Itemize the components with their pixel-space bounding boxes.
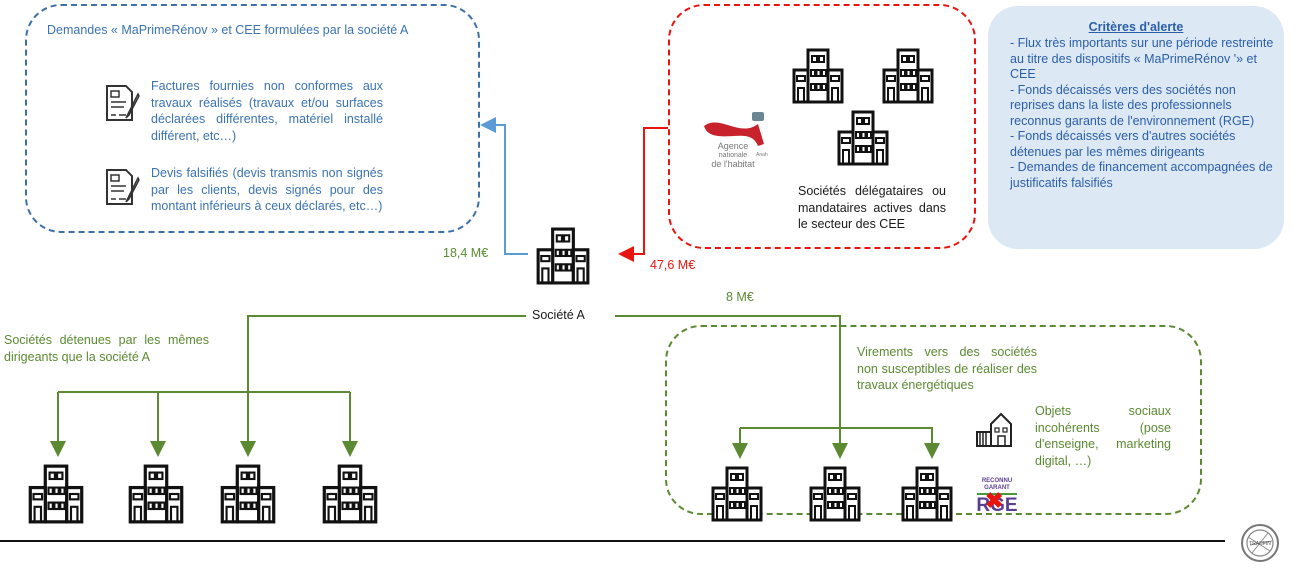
flow-line-blue xyxy=(480,117,528,255)
anah-line-1: Agence xyxy=(717,141,749,151)
signed-document-icon xyxy=(106,85,140,121)
amount-red-flow: 47,6 M€ xyxy=(650,258,696,272)
house-icon xyxy=(976,412,1012,447)
building-icon xyxy=(316,464,384,524)
alert-criteria-panel: Critères d'alerte - Flux très importants… xyxy=(988,6,1284,249)
seal-text: TRACFIN xyxy=(1249,541,1271,547)
cross-icon: ✖ xyxy=(985,488,1004,513)
quote-fraud-text: Devis falsifiés (devis transmis non sign… xyxy=(151,166,383,213)
flow-line-red xyxy=(618,127,668,262)
alert-criteria-title: Critères d'alerte xyxy=(1088,20,1184,34)
building-icon xyxy=(22,464,90,524)
invoice-fraud-text: Factures fournies non conformes aux trav… xyxy=(151,79,383,143)
delegate-companies-text: Sociétés délégataires ou mandataires act… xyxy=(798,184,946,231)
delegate-companies-box xyxy=(668,4,976,249)
alert-criteria-list: - Flux très importants sur une période r… xyxy=(1010,36,1280,191)
criteria-item: - Flux très importants sur une période r… xyxy=(1010,36,1274,81)
rge-line-1: RECONNU xyxy=(981,478,1013,484)
flow-line-green-right xyxy=(615,315,848,459)
transfers-text: Virements vers des sociétés non suscepti… xyxy=(857,345,1037,392)
building-icon xyxy=(895,466,959,522)
anah-logo: Agence nationale de l'habitat Anah xyxy=(700,108,770,180)
objects-text: Objets sociaux incohérents (pose d'ensei… xyxy=(1035,404,1171,468)
building-icon xyxy=(880,48,936,104)
company-a-building-icon xyxy=(534,227,592,285)
footer-divider xyxy=(0,540,1225,542)
building-icon xyxy=(122,464,190,524)
fraud-requests-title: Demandes « MaPrimeRénov » et CEE formulé… xyxy=(47,23,409,37)
amount-blue-flow: 18,4 M€ xyxy=(443,246,489,260)
criteria-item: - Demandes de financement accompagnées d… xyxy=(1010,160,1273,190)
criteria-item: - Fonds décaissés vers des sociétés non … xyxy=(1010,82,1255,128)
building-icon xyxy=(214,464,282,524)
building-icon xyxy=(790,48,846,104)
criteria-item: - Fonds décaissés vers d'autres sociétés… xyxy=(1010,129,1236,159)
fraud-requests-box xyxy=(25,4,480,233)
building-icon xyxy=(803,466,867,522)
anah-logo-mark xyxy=(704,112,764,146)
amount-green-flow: 8 M€ xyxy=(726,290,754,304)
anah-tag: Anah xyxy=(756,152,768,158)
signed-document-icon xyxy=(106,169,140,205)
rge-line-2: GARANT xyxy=(984,485,1010,491)
flow-line-green-left xyxy=(240,315,526,457)
building-icon xyxy=(705,466,769,522)
owned-companies-text: Sociétés détenues par les mêmes dirigean… xyxy=(4,333,209,364)
rge-line-3: RGE xyxy=(976,495,1018,516)
anah-line-2: nationale xyxy=(718,152,748,159)
company-a-label: Société A xyxy=(526,308,591,322)
tracfin-seal-icon: TRACFIN xyxy=(1241,524,1279,562)
building-icon xyxy=(835,110,891,166)
rge-badge: RECONNU GARANT RGE ✖ xyxy=(975,478,1019,522)
anah-line-3: de l'habitat xyxy=(711,159,755,169)
